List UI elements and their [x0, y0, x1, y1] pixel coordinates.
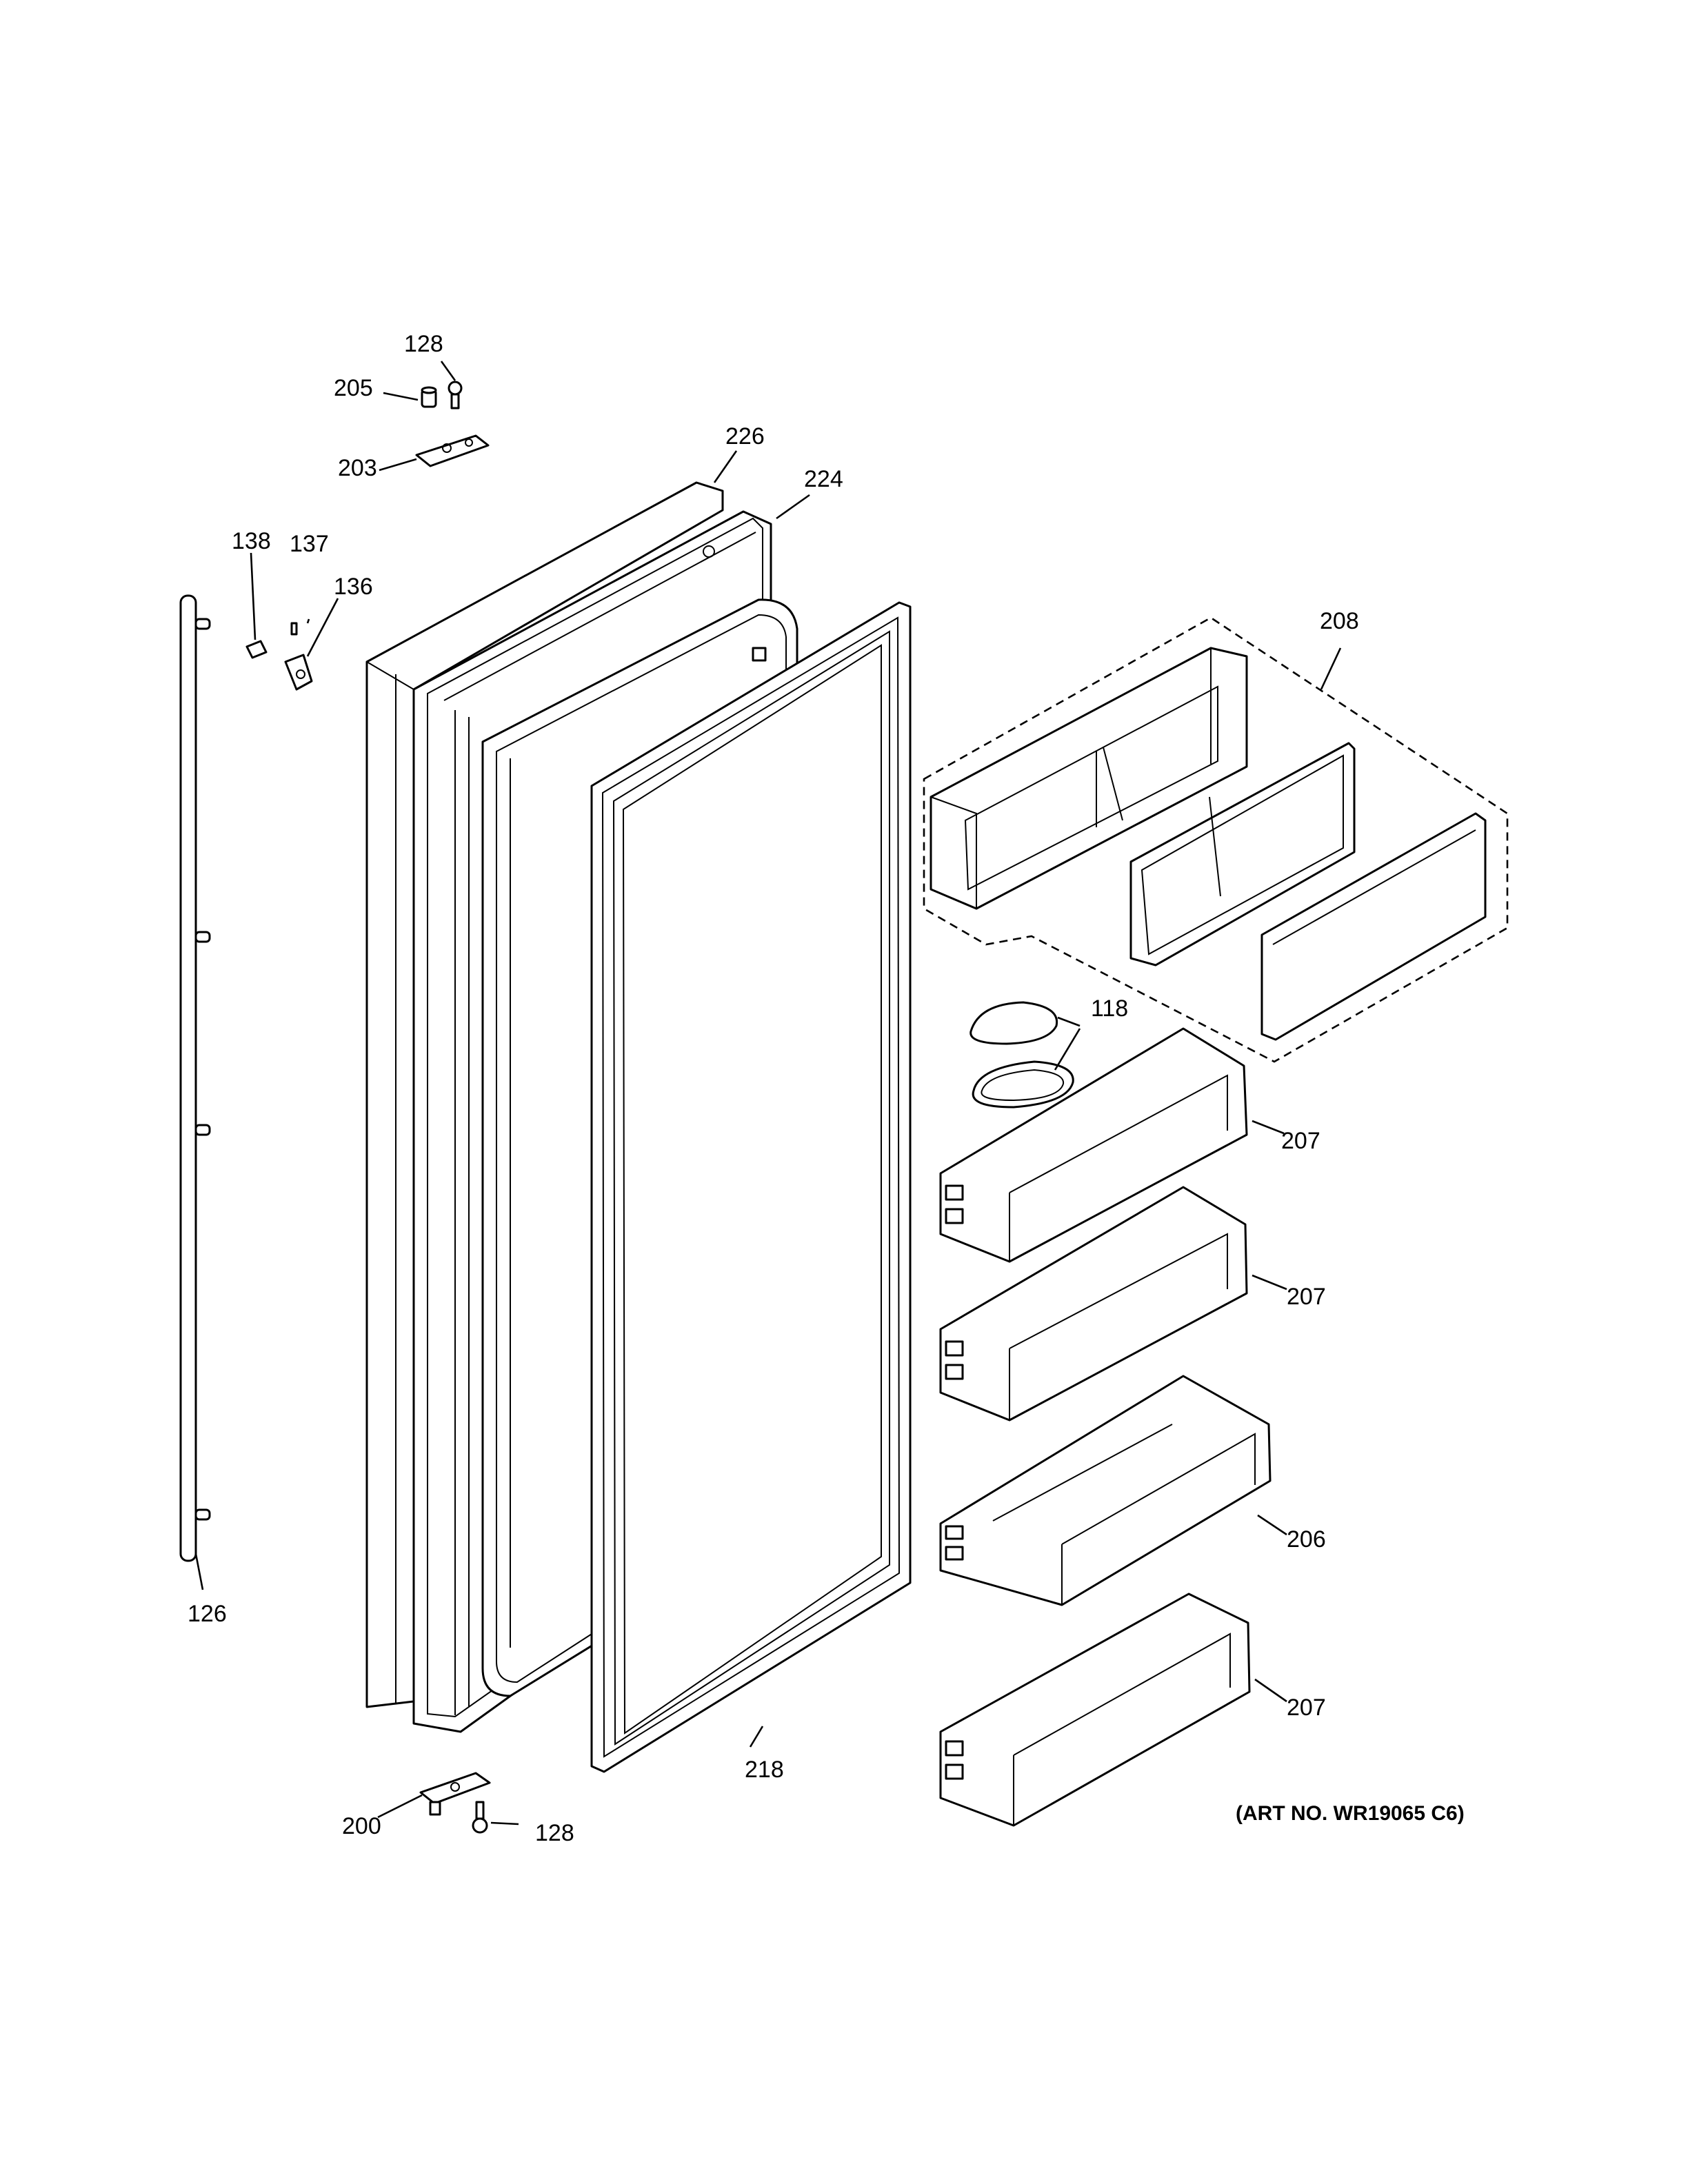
callout-207-b: 207	[1287, 1284, 1326, 1310]
dairy-door-cover	[1260, 812, 1487, 1041]
screw-128-top	[448, 381, 463, 410]
dairy-door-window	[1129, 742, 1356, 967]
pin-137	[290, 622, 298, 636]
hinge-pin-205	[421, 386, 437, 408]
door-bin-207-c	[939, 1593, 1251, 1827]
callout-136: 136	[334, 574, 373, 600]
callout-labels: 128 205 203 226 224 138 137 136 208 118 …	[188, 331, 1359, 1846]
callout-118: 118	[1091, 995, 1128, 1022]
handle-rod-126	[179, 594, 211, 1562]
screw-138	[245, 640, 268, 659]
top-hinge-203	[415, 434, 490, 467]
door-bin-207-b	[939, 1186, 1248, 1422]
callout-126: 126	[188, 1601, 227, 1627]
callout-208: 208	[1320, 608, 1359, 634]
art-number: (ART NO. WR19065 C6)	[1236, 1802, 1465, 1825]
callout-224: 224	[804, 466, 843, 492]
callout-226: 226	[725, 423, 765, 449]
callout-138: 138	[232, 528, 271, 554]
assembly-outline	[923, 616, 1509, 1063]
egg-trays-118	[969, 1001, 1074, 1109]
callout-203: 203	[338, 455, 377, 481]
door-bin-207-a	[939, 1027, 1248, 1263]
bottom-hinge-200	[419, 1772, 491, 1816]
dairy-compartment-assembly-208	[923, 616, 1509, 1063]
leader-lines	[194, 361, 1342, 1826]
callout-200: 200	[342, 1813, 381, 1839]
door-bin-206	[939, 1375, 1272, 1606]
door-gasket-218	[590, 601, 912, 1773]
callout-207-c: 207	[1287, 1695, 1326, 1721]
clip-136	[284, 654, 313, 691]
callout-128-top: 128	[404, 331, 443, 357]
callout-218: 218	[745, 1757, 784, 1783]
dairy-bin-housing	[930, 647, 1248, 910]
callout-206: 206	[1287, 1526, 1326, 1553]
callout-205: 205	[334, 375, 373, 401]
callout-137: 137	[290, 531, 329, 557]
outer-door-panel-226	[365, 481, 724, 1708]
callout-207-a: 207	[1281, 1128, 1320, 1154]
callout-128-bottom: 128	[535, 1820, 574, 1846]
screw-128-bottom	[472, 1801, 488, 1834]
